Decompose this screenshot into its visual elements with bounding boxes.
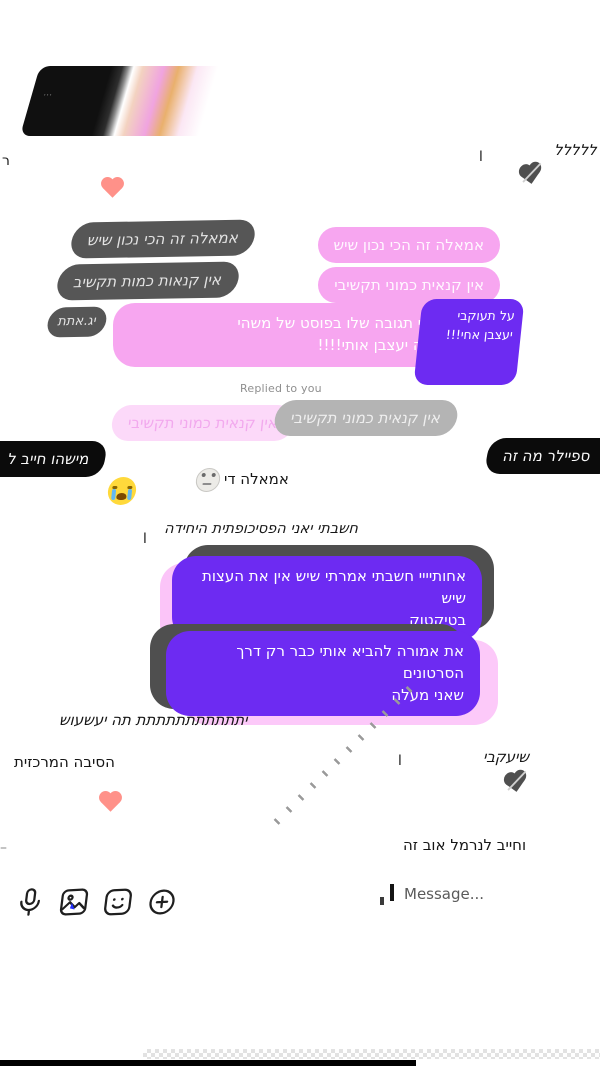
- glitch-fragment: –: [0, 840, 7, 856]
- loudly-crying-face-emoji[interactable]: [106, 477, 138, 505]
- glitch-fragment: ן: [479, 146, 483, 162]
- message-line: שאני מעלה: [391, 685, 464, 704]
- glitch-checker-strip: [143, 1049, 600, 1059]
- ghost-bubble: אין קנאית כמוני תקשיבי: [110, 405, 296, 442]
- ghost-bubble: יג.אתת: [45, 306, 110, 338]
- glitch-fragment: ר: [2, 153, 10, 169]
- microphone-icon[interactable]: [12, 885, 48, 919]
- sent-message-bubble[interactable]: את אמורה להביא אותי כבר רק דרך הסרטונים …: [166, 631, 480, 717]
- sent-message-bubble[interactable]: אחותיייי חשבתי אמרתי שיש אין את העצות שי…: [172, 556, 482, 642]
- heart-with-ribbon-emoji[interactable]: [502, 767, 530, 797]
- home-indicator: [0, 1060, 416, 1066]
- red-heart-emoji[interactable]: [100, 176, 126, 200]
- face-with-rolling-eyes-emoji: [194, 468, 222, 492]
- ghost-bubble: אמאלה זה הכי נכון שיש: [68, 219, 259, 259]
- message-text[interactable]: שיעקבי: [481, 748, 533, 766]
- message-line: את אמורה להביא אותי כבר רק דרך הסרטונים: [236, 642, 464, 682]
- sticker-icon[interactable]: [100, 885, 136, 919]
- glitch-purple-fragment: על תעוקבי יעצבן אחי!!!: [413, 299, 525, 385]
- text-cursor: [390, 884, 394, 901]
- plus-circle-icon[interactable]: [144, 885, 180, 919]
- message-laugh-top[interactable]: ללללל: [553, 141, 600, 159]
- message-text[interactable]: חשבתי יאני הפסיכופתית היחידה: [163, 521, 361, 537]
- glitch-line: יעצבן אחי!!!: [445, 326, 514, 342]
- quoted-message-bubble[interactable]: אין קנאית כמוני תקשיבי: [271, 400, 460, 437]
- red-heart-emoji[interactable]: [98, 790, 124, 814]
- message-text[interactable]: יתתתתתתתתתתת תה יעשעוש: [57, 711, 251, 729]
- message-text[interactable]: הסיבה המרכזית: [14, 753, 115, 771]
- gallery-icon[interactable]: [56, 885, 92, 919]
- received-message-bubble[interactable]: מישהו חייב ל: [0, 441, 109, 478]
- sent-message-bubble[interactable]: אין קנאית כמוני תקשיבי: [318, 267, 500, 304]
- message-text[interactable]: אמאלה די: [224, 470, 289, 488]
- message-text[interactable]: וחייב לנרמל אוב זה: [403, 836, 527, 854]
- reply-context-label: Replied to you: [240, 382, 322, 395]
- ghost-bubble: אין קנאות כמות תקשיב: [54, 261, 242, 301]
- glitch-fragment: ן: [143, 528, 147, 544]
- sent-message-bubble[interactable]: אמאלה זה הכי נכון שיש: [317, 227, 500, 264]
- message-line: בטיקטוק: [409, 610, 466, 629]
- message-line: אחותיייי חשבתי אמרתי שיש אין את העצות שי…: [201, 567, 466, 607]
- message-input[interactable]: [402, 884, 566, 904]
- glitch-fragment: ן: [398, 750, 402, 766]
- glitch-line: על תעוקבי: [456, 308, 516, 323]
- glitch-cursor-fragment: [380, 897, 384, 905]
- received-message-bubble[interactable]: ספיילר מה זה: [483, 438, 600, 475]
- shared-post-thumbnail[interactable]: ···: [19, 66, 229, 136]
- heart-with-ribbon-emoji[interactable]: [517, 159, 545, 189]
- thumbnail-watermark: ···: [42, 92, 54, 99]
